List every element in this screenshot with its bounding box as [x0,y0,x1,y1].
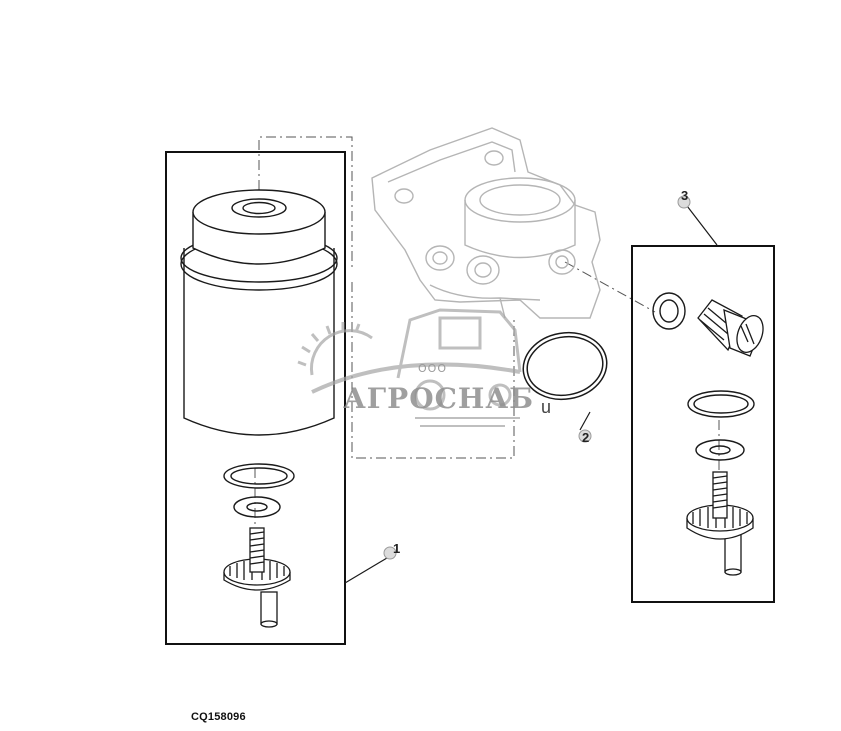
filter-kit-box [165,151,346,645]
plug-seal-washer [652,292,686,330]
filter-drain-bolt [223,527,291,628]
valve-drain-bolt [686,471,754,576]
drawing-id-label: CQ158096 [191,711,246,723]
callout-2: 2 [582,430,590,445]
filter-washer [233,496,281,518]
callout-dots [383,195,691,560]
valve-kit-box [631,245,775,603]
watermark-logo [297,308,522,427]
head-seal-ring [522,331,608,401]
valve-washer [695,439,745,461]
vent-plug [697,299,764,357]
watermark-company-prefix: ООО [418,362,447,375]
stray-mark-u: u [541,397,552,417]
fuel-filter-element [180,189,338,436]
callout-3: 3 [681,188,689,203]
filter-head-housing [371,127,601,319]
leader-lines [344,201,718,584]
watermark-company-name: АГРОСНАБ [343,382,535,415]
callout-1: 1 [393,541,401,556]
valve-o-ring [687,390,755,418]
filter-o-ring [223,463,295,489]
